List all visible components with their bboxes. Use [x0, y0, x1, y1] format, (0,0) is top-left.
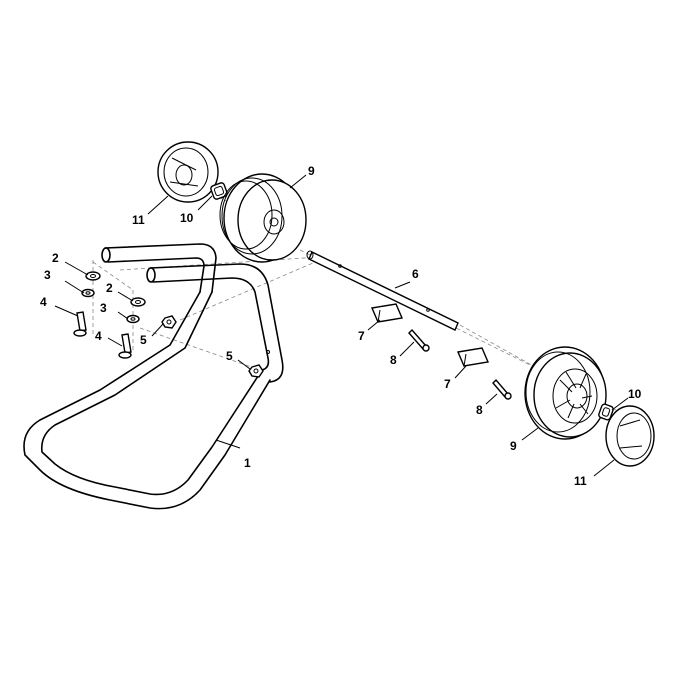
callout-labels: 1 2 2 3 3 4 4 5 5 6 7 7 8 8 9 9 10 10 11… [40, 164, 642, 488]
bolt-part-4b [118, 333, 132, 359]
pin-part-a [408, 328, 430, 352]
nut-part-5a [161, 315, 177, 329]
callout-label: 11 [574, 474, 587, 488]
callout-label: 2 [106, 281, 113, 295]
callout-label: 10 [628, 387, 642, 401]
callout-label: 3 [100, 301, 107, 315]
callout-label: 7 [444, 377, 451, 391]
bracket-part-a [371, 303, 403, 323]
callout-label: 4 [95, 329, 102, 343]
wheel-top-part [219, 173, 307, 263]
washer-part-2a [85, 271, 101, 281]
washer-part-2b [130, 297, 146, 307]
bracket-part-b [457, 347, 489, 367]
callout-label: 10 [180, 211, 194, 225]
callout-label: 5 [140, 333, 147, 347]
callout-label: 4 [40, 295, 47, 309]
clip-bottom-part [598, 403, 614, 421]
callout-label: 1 [244, 456, 251, 470]
washer-part-3a [81, 288, 95, 298]
callout-label: 8 [476, 403, 483, 417]
callout-label: 2 [52, 251, 59, 265]
nut-part-5b [248, 364, 264, 378]
bolt-part-4a [73, 311, 87, 337]
leader-lines [54, 174, 629, 477]
callout-label: 11 [132, 213, 145, 227]
callout-label: 5 [226, 349, 233, 363]
hub-cap-bottom-part [605, 405, 655, 467]
callout-label: 8 [390, 353, 397, 367]
hub-cap-top-part [157, 141, 219, 203]
callout-label: 6 [412, 267, 419, 281]
wheel-bottom-part [524, 346, 607, 440]
callout-label: 3 [44, 268, 51, 282]
callout-label: 7 [358, 329, 365, 343]
axle-part [306, 250, 459, 331]
callout-label: 9 [510, 439, 517, 453]
washer-part-3b [126, 314, 140, 324]
pin-part-b [492, 378, 512, 400]
frame-tube-part [23, 243, 284, 510]
clip-top-part [210, 182, 228, 200]
callout-label: 9 [308, 164, 315, 178]
